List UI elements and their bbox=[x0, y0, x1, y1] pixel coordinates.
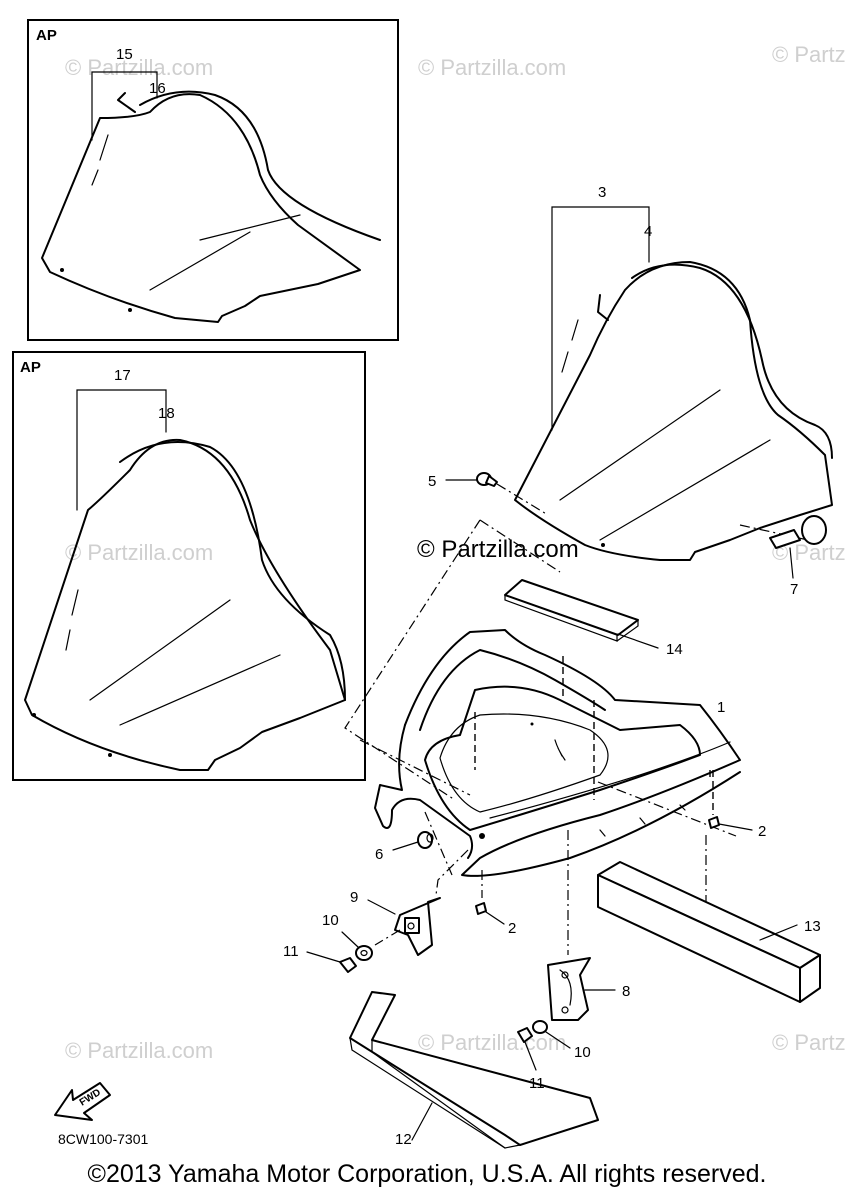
inset-tag: AP bbox=[20, 359, 41, 376]
diagram-code: 8CW100-7301 bbox=[58, 1131, 148, 1147]
callout-label: 17 bbox=[114, 367, 131, 384]
nut-11 bbox=[517, 1027, 537, 1071]
callout-label: 2 bbox=[508, 920, 516, 937]
washer-10 bbox=[341, 931, 373, 961]
grommet-6 bbox=[392, 831, 434, 851]
fwd-arrow-icon: FWD bbox=[54, 1082, 111, 1121]
callout-label: 6 bbox=[375, 846, 383, 863]
watermark-main: © Partzilla.com bbox=[417, 536, 579, 563]
callout-label: 2 bbox=[758, 823, 766, 840]
callout-label: 7 bbox=[790, 581, 798, 598]
callout-label: 12 bbox=[395, 1131, 412, 1148]
windshield-3 bbox=[514, 206, 833, 561]
watermark: © Partz bbox=[772, 42, 846, 67]
cowl-1 bbox=[344, 519, 741, 877]
inset-frame bbox=[12, 351, 366, 781]
watermark: © Partz bbox=[772, 1030, 846, 1055]
windshield-15 bbox=[41, 90, 381, 323]
watermark: © Partzilla.com bbox=[65, 540, 213, 565]
callout-label: 3 bbox=[598, 184, 606, 201]
callout-label: 10 bbox=[574, 1044, 591, 1061]
bracket-8 bbox=[547, 957, 616, 1021]
callout-label: 16 bbox=[149, 80, 166, 97]
foam-13 bbox=[597, 861, 821, 1003]
trim-12 bbox=[349, 991, 599, 1149]
callout-label: 14 bbox=[666, 641, 683, 658]
bracket-line bbox=[91, 71, 158, 141]
callout-label: 11 bbox=[529, 1075, 545, 1092]
inset-ap-15-16: AP 15 16 bbox=[27, 19, 399, 341]
screw-2 bbox=[475, 902, 505, 925]
watermark: © Partzilla.com bbox=[65, 1038, 213, 1063]
nut-11 bbox=[306, 951, 357, 973]
watermark: © Partzilla.com bbox=[418, 1030, 566, 1055]
bracket-9 bbox=[367, 849, 469, 956]
inset-frame bbox=[27, 19, 399, 341]
callout-label: 15 bbox=[116, 46, 133, 63]
inset-ap-17-18: AP 17 18 bbox=[12, 351, 366, 781]
copyright-notice: ©2013 Yamaha Motor Corporation, U.S.A. A… bbox=[87, 1160, 767, 1188]
center-line bbox=[359, 739, 471, 796]
windshield-17 bbox=[24, 438, 346, 771]
callout-label: 9 bbox=[350, 889, 358, 906]
screw-2 bbox=[708, 770, 753, 831]
callout-label: 4 bbox=[644, 223, 652, 240]
callout-label: 11 bbox=[283, 943, 299, 960]
panel-14 bbox=[504, 579, 659, 649]
callout-label: 18 bbox=[158, 405, 175, 422]
callout-label: 10 bbox=[322, 912, 339, 929]
bracket-line bbox=[551, 206, 650, 431]
callout-label: 13 bbox=[804, 918, 821, 935]
callout-label: 8 bbox=[622, 983, 630, 1000]
clip-7 bbox=[769, 515, 827, 579]
bolt-5 bbox=[445, 472, 549, 516]
watermark: © Partzilla.com bbox=[65, 55, 213, 80]
washer-10 bbox=[532, 1020, 571, 1049]
center-line bbox=[424, 811, 453, 876]
callout-label: 1 bbox=[717, 699, 725, 716]
callout-label: 5 bbox=[428, 473, 436, 490]
inset-tag: AP bbox=[36, 27, 57, 44]
bracket-line bbox=[76, 389, 167, 511]
watermark: © Partzilla.com bbox=[418, 55, 566, 80]
